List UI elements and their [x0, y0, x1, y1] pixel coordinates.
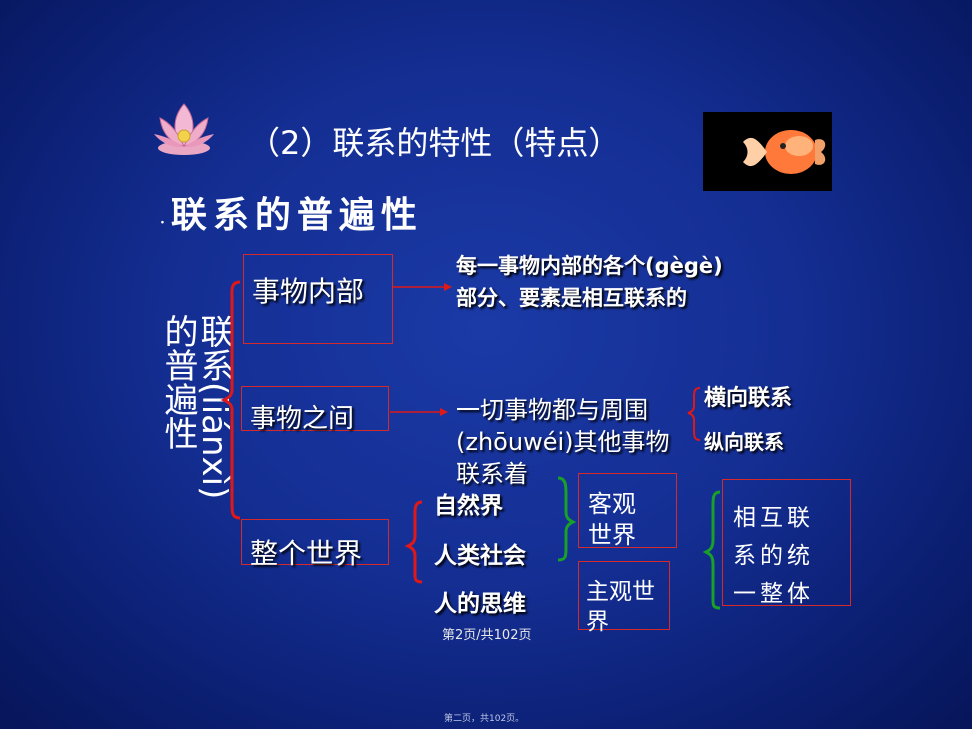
- branch-box-internal: [243, 254, 393, 344]
- unity-line3: 一整体: [733, 581, 814, 607]
- branch-desc-between-2: (zhōuwéi)其他事物: [456, 428, 670, 456]
- page-indicator: 第2页/共102页: [442, 628, 532, 643]
- branch-desc-between-3: 联系着: [456, 460, 528, 488]
- world-item-thought: 人的思维: [434, 591, 526, 617]
- bullet-dot: ·: [160, 215, 171, 231]
- footer-text: 第二页，共102页。: [444, 714, 525, 724]
- subjective-world-line2: 界: [586, 609, 609, 635]
- horizontal-link-label: 横向联系: [704, 386, 793, 411]
- branch-box-between: [241, 386, 389, 431]
- branch-label-world: 整个世界: [250, 537, 363, 570]
- green-brace-1: [557, 476, 577, 562]
- subjective-world-line1: 主观世: [586, 579, 655, 605]
- page-title: （2）联系的特性（特点）: [248, 124, 621, 162]
- unity-box: [722, 479, 851, 606]
- goldfish-image: [703, 112, 832, 191]
- vertical-label-col2: 的普遍性: [158, 314, 198, 450]
- world-brace: [404, 500, 423, 584]
- objective-world-box: [578, 473, 677, 548]
- branch-desc-internal-2: 部分、要素是相互联系的: [456, 286, 687, 310]
- branch-label-internal: 事物内部: [252, 275, 365, 308]
- lotus-icon: [152, 100, 216, 158]
- world-item-nature: 自然界: [434, 493, 503, 519]
- sub-brace: [687, 387, 701, 441]
- branch-desc-between-1: 一切事物都与周围: [456, 396, 648, 424]
- main-brace: [220, 280, 241, 520]
- branch-box-world: [241, 519, 389, 565]
- unity-line1: 相互联: [733, 505, 814, 531]
- subheading: ·联系的普遍性: [160, 186, 423, 238]
- world-item-society: 人类社会: [434, 543, 526, 569]
- subheading-text: 联系的普遍性: [170, 194, 423, 236]
- objective-world-line1: 客观: [588, 490, 636, 518]
- subjective-world-box: [578, 561, 670, 630]
- green-brace-2: [702, 490, 721, 610]
- unity-line2: 系的统: [733, 543, 814, 569]
- vertical-link-label: 纵向联系: [704, 430, 784, 454]
- branch-label-between: 事物之间: [250, 404, 355, 434]
- vertical-label-col1: 联系(liánxì): [194, 314, 234, 500]
- objective-world-line2: 世界: [588, 521, 636, 549]
- branch-desc-internal-1: 每一事物内部的各个(gègè): [456, 254, 723, 278]
